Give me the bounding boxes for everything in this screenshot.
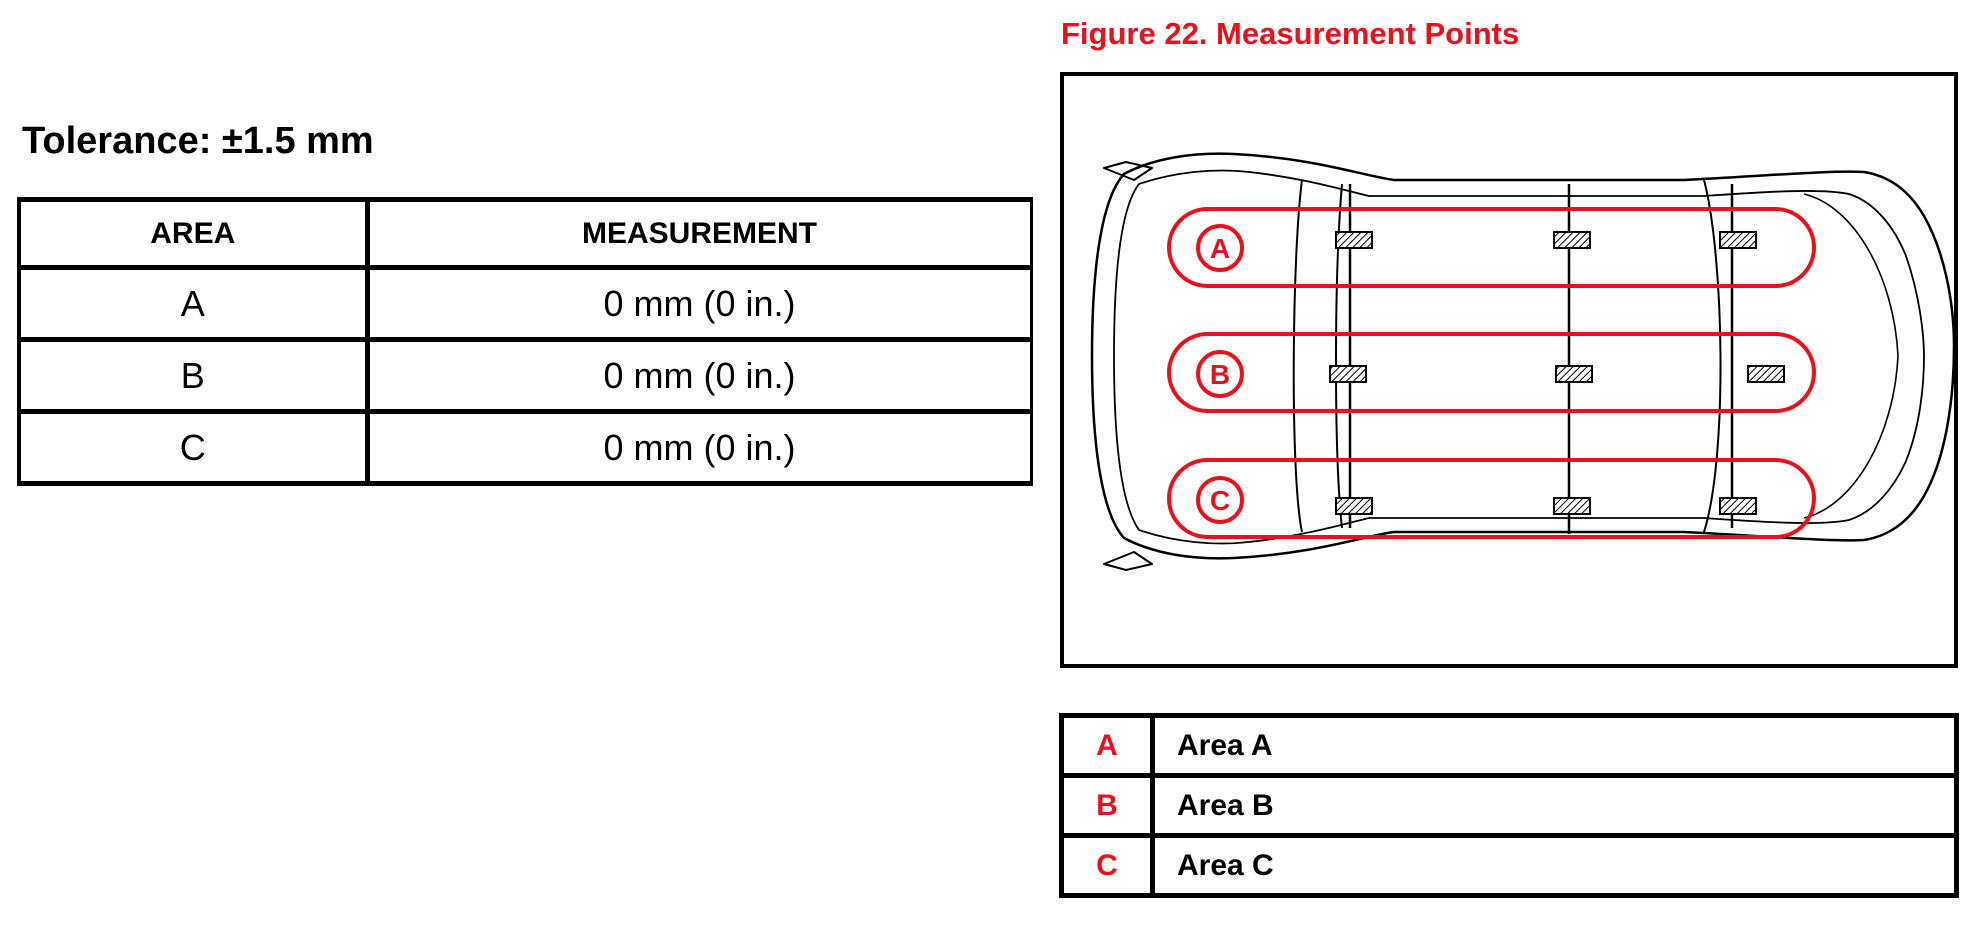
vehicle-inner-outline: [1113, 169, 1925, 545]
measurement-pad: [1329, 365, 1367, 383]
rear-glass-line: [1803, 193, 1899, 519]
area-c-outline: [1167, 458, 1816, 539]
figure-frame: A B C: [1060, 72, 1958, 668]
tolerance-heading: Tolerance: ±1.5 mm: [22, 120, 374, 162]
area-b-outline: [1167, 332, 1816, 413]
vehicle-outline: [1090, 152, 1954, 560]
vehicle-roof-diagram: A B C: [1090, 152, 1954, 571]
measurement-pad: [1335, 497, 1373, 515]
legend-description: Area C: [1150, 833, 1959, 898]
measurement-cell: 0 mm (0 in.): [364, 337, 1033, 414]
measurement-cell: 0 mm (0 in.): [364, 265, 1033, 342]
area-column-header: AREA: [17, 197, 370, 270]
measurement-pad: [1719, 231, 1757, 249]
legend-row: C Area C: [1059, 833, 1959, 898]
area-a-marker-label: A: [1210, 233, 1230, 264]
left-mirror-top: [1103, 161, 1153, 181]
legend-row: B Area B: [1059, 773, 1959, 838]
left-mirror-bottom: [1103, 551, 1153, 571]
area-c-marker-label: C: [1210, 485, 1230, 516]
table-row: A 0 mm (0 in.): [17, 265, 1033, 342]
measurement-pad: [1553, 231, 1591, 249]
area-b-marker-circle: [1196, 350, 1244, 398]
area-a-outline: [1167, 207, 1816, 288]
measurement-table: AREA MEASUREMENT A 0 mm (0 in.) B 0 mm (…: [17, 197, 1033, 486]
legend-description: Area B: [1150, 773, 1959, 838]
area-c-marker-circle: [1196, 476, 1244, 524]
legend-code: A: [1059, 713, 1155, 778]
measurement-pad: [1553, 497, 1591, 515]
measurement-pad: [1747, 365, 1785, 383]
measurement-pad: [1555, 365, 1593, 383]
area-cell: A: [17, 265, 370, 342]
rear-pillar-line: [1703, 179, 1722, 533]
area-b-marker-label: B: [1210, 359, 1230, 390]
legend-description: Area A: [1150, 713, 1959, 778]
front-pillar-line: [1292, 179, 1303, 533]
area-cell: B: [17, 337, 370, 414]
area-a-marker-circle: [1196, 224, 1244, 272]
legend-table: A Area A B Area B C Area C: [1059, 713, 1959, 898]
table-row: B 0 mm (0 in.): [17, 337, 1033, 414]
legend-code: C: [1059, 833, 1155, 898]
table-row: C 0 mm (0 in.): [17, 409, 1033, 486]
measurement-column-header: MEASUREMENT: [364, 197, 1033, 270]
table-header-row: AREA MEASUREMENT: [17, 197, 1033, 270]
roof-line-front: [1335, 183, 1343, 529]
measurement-cell: 0 mm (0 in.): [364, 409, 1033, 486]
figure-title: Figure 22. Measurement Points: [1061, 16, 1520, 51]
legend-code: B: [1059, 773, 1155, 838]
area-cell: C: [17, 409, 370, 486]
measurement-pad: [1335, 231, 1373, 249]
measurement-pad: [1719, 497, 1757, 515]
legend-row: A Area A: [1059, 713, 1959, 778]
